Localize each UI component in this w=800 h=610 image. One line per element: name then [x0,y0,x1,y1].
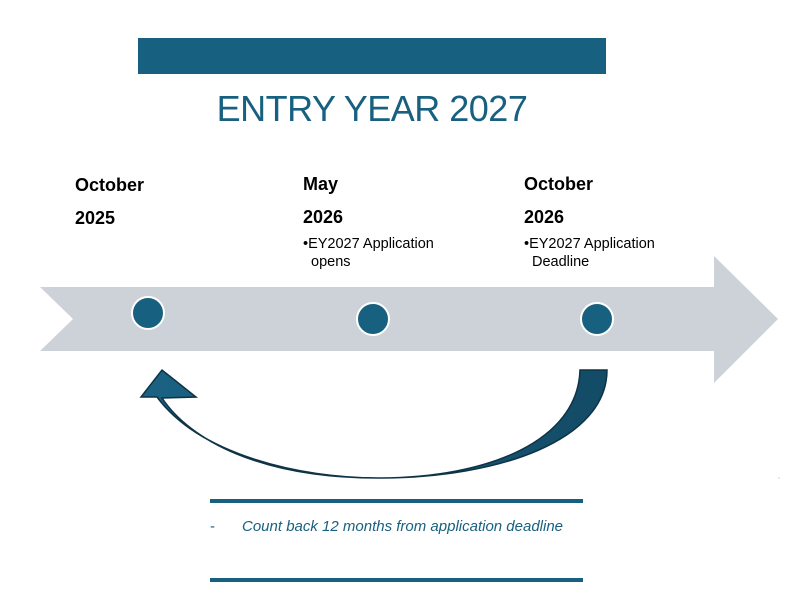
milestone-bullet: •EY2027 Application opens [303,236,434,270]
note-box: - Count back 12 months from application … [210,516,583,538]
milestone-dot-oct-2026 [580,302,614,336]
milestone-bullet: •EY2027 Application Deadline [524,236,655,270]
page-title: ENTRY YEAR 2027 [216,88,528,129]
milestone-year: 2026 [303,207,344,227]
milestone-year: 2026 [524,207,565,227]
milestone-month: October [75,175,145,195]
milestone-dot-may-2026 [356,302,390,336]
milestone-oct-2025: October 2025 [75,176,144,227]
timeline-arrow [40,256,778,383]
curved-back-arrow-icon [139,368,608,479]
milestone-oct-2026: October 2026 •EY2027 Application Deadlin… [524,175,692,271]
milestone-month: May [303,174,339,194]
note-top-rule [210,499,583,503]
milestone-month: October [524,174,594,194]
note-text: Count back 12 months from application de… [242,518,564,535]
milestone-dot-oct-2025 [131,296,165,330]
milestone-may-2026: May 2026 •EY2027 Application opens [303,175,471,271]
note-dash: - [210,518,215,535]
title-bar-decoration [138,38,606,74]
milestone-year: 2025 [75,208,116,228]
stray-dot [778,477,780,479]
note-bottom-rule [210,578,583,582]
